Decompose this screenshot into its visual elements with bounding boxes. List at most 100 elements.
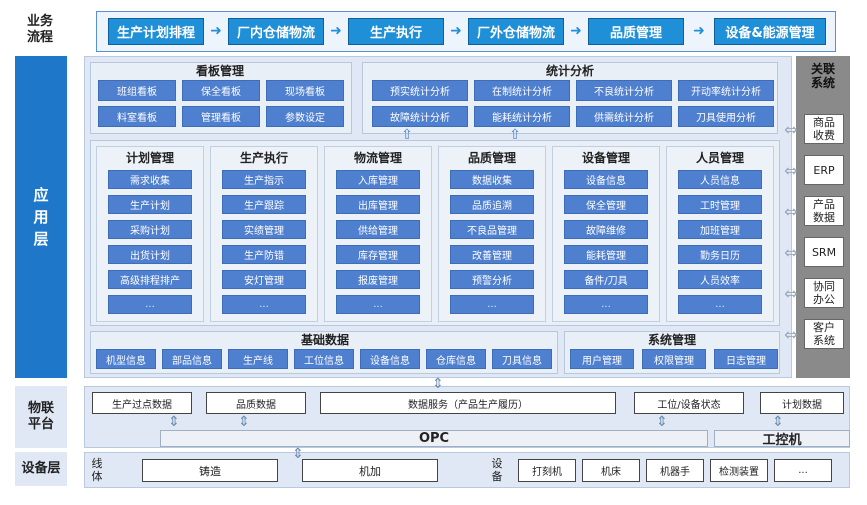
equipment-item[interactable]: 机床 bbox=[582, 459, 640, 482]
module-item[interactable]: 生产指示 bbox=[222, 170, 306, 189]
stats-item[interactable]: 能耗统计分析 bbox=[474, 106, 570, 127]
stats-item[interactable]: 故障统计分析 bbox=[372, 106, 468, 127]
module-item[interactable]: 生产跟踪 bbox=[222, 195, 306, 214]
module-item[interactable]: 实绩管理 bbox=[222, 220, 306, 239]
module-item[interactable]: 入库管理 bbox=[336, 170, 420, 189]
system-mgmt-item[interactable]: 用户管理 bbox=[570, 349, 634, 369]
stats-item[interactable]: 刀具使用分析 bbox=[678, 106, 774, 127]
kanban-item[interactable]: 现场看板 bbox=[266, 80, 344, 101]
module-item[interactable]: 采购计划 bbox=[108, 220, 192, 239]
related-system-item[interactable]: 产品 数据 bbox=[804, 196, 844, 226]
module-item[interactable]: 勤务日历 bbox=[678, 245, 762, 264]
business-flow-bar bbox=[96, 11, 836, 52]
related-system-item[interactable]: 客户 系统 bbox=[804, 319, 844, 349]
basic-data-item[interactable]: 仓库信息 bbox=[426, 349, 486, 369]
equipment-item[interactable]: 机器手 bbox=[646, 459, 704, 482]
modules-panel bbox=[90, 140, 780, 326]
stats-item[interactable]: 供需统计分析 bbox=[576, 106, 672, 127]
related-system-item[interactable]: 商品 收费 bbox=[804, 114, 844, 144]
module-item[interactable]: 生产计划 bbox=[108, 195, 192, 214]
module-item[interactable]: ... bbox=[678, 295, 762, 314]
module-item[interactable]: 供给管理 bbox=[336, 220, 420, 239]
module-item[interactable]: 能耗管理 bbox=[564, 245, 648, 264]
kanban-item[interactable]: 班组看板 bbox=[98, 80, 176, 101]
equipment-item[interactable]: 打刻机 bbox=[518, 459, 576, 482]
basic-data-item[interactable]: 机型信息 bbox=[96, 349, 156, 369]
application-layer-label: 应 用 层 bbox=[15, 56, 67, 378]
module-title: 人员管理 bbox=[695, 150, 744, 165]
related-system-item[interactable]: 协同 办公 bbox=[804, 278, 844, 308]
system-mgmt-item[interactable]: 权限管理 bbox=[642, 349, 706, 369]
kanban-item[interactable]: 管理看板 bbox=[182, 106, 260, 127]
module-item[interactable]: 加班管理 bbox=[678, 220, 762, 239]
iot-item[interactable]: 生产过点数据 bbox=[92, 392, 192, 414]
module-item[interactable]: 库存管理 bbox=[336, 245, 420, 264]
flow-step-4[interactable]: 品质管理 bbox=[588, 18, 684, 45]
module-item[interactable]: 人员信息 bbox=[678, 170, 762, 189]
module-item[interactable]: 出库管理 bbox=[336, 195, 420, 214]
flow-step-0[interactable]: 生产计划排程 bbox=[108, 18, 204, 45]
business-flow-label: 业务 流程 bbox=[26, 14, 53, 45]
related-system-item[interactable]: ERP bbox=[804, 155, 844, 185]
iot-item[interactable]: 计划数据 bbox=[760, 392, 844, 414]
basic-data-item[interactable]: 生产线 bbox=[228, 349, 288, 369]
kanban-item[interactable]: 参数设定 bbox=[266, 106, 344, 127]
basic-data-item[interactable]: 部品信息 bbox=[162, 349, 222, 369]
module-item[interactable]: 数据收集 bbox=[450, 170, 534, 189]
plc-box: 工控机 bbox=[714, 430, 850, 448]
stats-item[interactable]: 开动率统计分析 bbox=[678, 80, 774, 101]
module-item[interactable]: 备件/刀具 bbox=[564, 270, 648, 289]
stats-item[interactable]: 预实统计分析 bbox=[372, 80, 468, 101]
flow-step-2[interactable]: 生产执行 bbox=[348, 18, 444, 45]
device-layer-label: 设备层 bbox=[15, 452, 67, 486]
line-item[interactable]: 机加 bbox=[302, 459, 438, 482]
module-item[interactable]: ... bbox=[222, 295, 306, 314]
iot-item[interactable]: 品质数据 bbox=[206, 392, 306, 414]
stats-item[interactable]: 在制统计分析 bbox=[474, 80, 570, 101]
related-system-item[interactable]: SRM bbox=[804, 237, 844, 267]
module-item[interactable]: ... bbox=[108, 295, 192, 314]
module-item[interactable]: 改善管理 bbox=[450, 245, 534, 264]
module-item[interactable]: 预警分析 bbox=[450, 270, 534, 289]
basic-data-item[interactable]: 设备信息 bbox=[360, 349, 420, 369]
module-item[interactable]: 出货计划 bbox=[108, 245, 192, 264]
flow-arrow-icon: ➜ bbox=[330, 23, 342, 39]
module-item[interactable]: 不良品管理 bbox=[450, 220, 534, 239]
equipment-label: 设 备 bbox=[491, 457, 503, 483]
line-item[interactable]: 铸造 bbox=[142, 459, 278, 482]
kanban-item[interactable]: 料室看板 bbox=[98, 106, 176, 127]
module-item[interactable]: 品质追溯 bbox=[450, 195, 534, 214]
module-item[interactable]: 报废管理 bbox=[336, 270, 420, 289]
iot-item[interactable]: 工位/设备状态 bbox=[634, 392, 744, 414]
flow-arrow-icon: ➜ bbox=[570, 23, 582, 39]
basic-data-title: 基础数据 bbox=[300, 333, 349, 347]
equipment-item[interactable]: 检测装置 bbox=[710, 459, 768, 482]
basic-data-item[interactable]: 工位信息 bbox=[294, 349, 354, 369]
module-title: 品质管理 bbox=[467, 150, 516, 165]
iot-item[interactable]: 数据服务（产品生产履历） bbox=[320, 392, 616, 414]
module-item[interactable]: ... bbox=[450, 295, 534, 314]
kanban-item[interactable]: 保全看板 bbox=[182, 80, 260, 101]
stats-item[interactable]: 不良统计分析 bbox=[576, 80, 672, 101]
equipment-item[interactable]: ... bbox=[774, 459, 832, 482]
module-item[interactable]: 人员效率 bbox=[678, 270, 762, 289]
module-item[interactable]: 安灯管理 bbox=[222, 270, 306, 289]
line-label: 线 体 bbox=[91, 457, 103, 483]
module-item[interactable]: 需求收集 bbox=[108, 170, 192, 189]
flow-step-3[interactable]: 厂外仓储物流 bbox=[468, 18, 564, 45]
module-item[interactable]: ... bbox=[564, 295, 648, 314]
module-item[interactable]: 故障维修 bbox=[564, 220, 648, 239]
module-title: 设备管理 bbox=[581, 150, 630, 165]
module-item[interactable]: 保全管理 bbox=[564, 195, 648, 214]
module-item[interactable]: 设备信息 bbox=[564, 170, 648, 189]
module-item[interactable]: 高级排程排产 bbox=[108, 270, 192, 289]
vertical-arrow-icon: ⇕ bbox=[432, 376, 444, 392]
module-item[interactable]: ... bbox=[336, 295, 420, 314]
module-item[interactable]: 工时管理 bbox=[678, 195, 762, 214]
flow-step-1[interactable]: 厂内仓储物流 bbox=[228, 18, 324, 45]
basic-data-item[interactable]: 刀具信息 bbox=[492, 349, 552, 369]
system-mgmt-item[interactable]: 日志管理 bbox=[714, 349, 778, 369]
module-title: 生产执行 bbox=[239, 150, 288, 165]
module-item[interactable]: 生产防错 bbox=[222, 245, 306, 264]
flow-step-5[interactable]: 设备&能源管理 bbox=[714, 18, 826, 45]
